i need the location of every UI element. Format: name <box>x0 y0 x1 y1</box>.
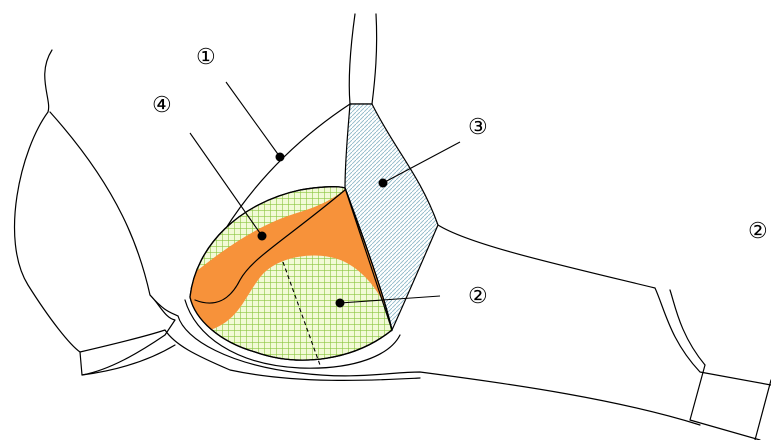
label-4: ④ <box>152 93 172 118</box>
left-cup-edge <box>149 294 179 317</box>
left-cup-outline <box>13 49 176 376</box>
hook-tab <box>689 364 771 440</box>
label-2: ② <box>468 284 488 309</box>
dot-2 <box>335 298 345 308</box>
orange-band-4 <box>190 188 392 332</box>
leader-3 <box>382 141 461 184</box>
band-wing <box>437 224 771 386</box>
band-wing-lower <box>177 315 701 426</box>
band-side-curve <box>669 289 706 366</box>
dot-1 <box>275 152 285 162</box>
label-2-edge: ② <box>748 219 768 244</box>
shoulder-strap <box>348 13 378 105</box>
cup-divider <box>344 187 393 331</box>
label-1: ① <box>196 45 216 70</box>
cup-seam <box>194 189 346 304</box>
band-inner-line <box>184 299 401 369</box>
leader-4 <box>189 132 263 237</box>
leader-1 <box>225 81 281 158</box>
label-3: ③ <box>468 115 488 140</box>
leader-2 <box>339 295 441 304</box>
center-gore <box>79 329 421 382</box>
dashed-line <box>282 261 321 366</box>
cup-outline <box>189 186 393 361</box>
dot-4 <box>257 231 267 241</box>
dot-3 <box>378 178 388 188</box>
